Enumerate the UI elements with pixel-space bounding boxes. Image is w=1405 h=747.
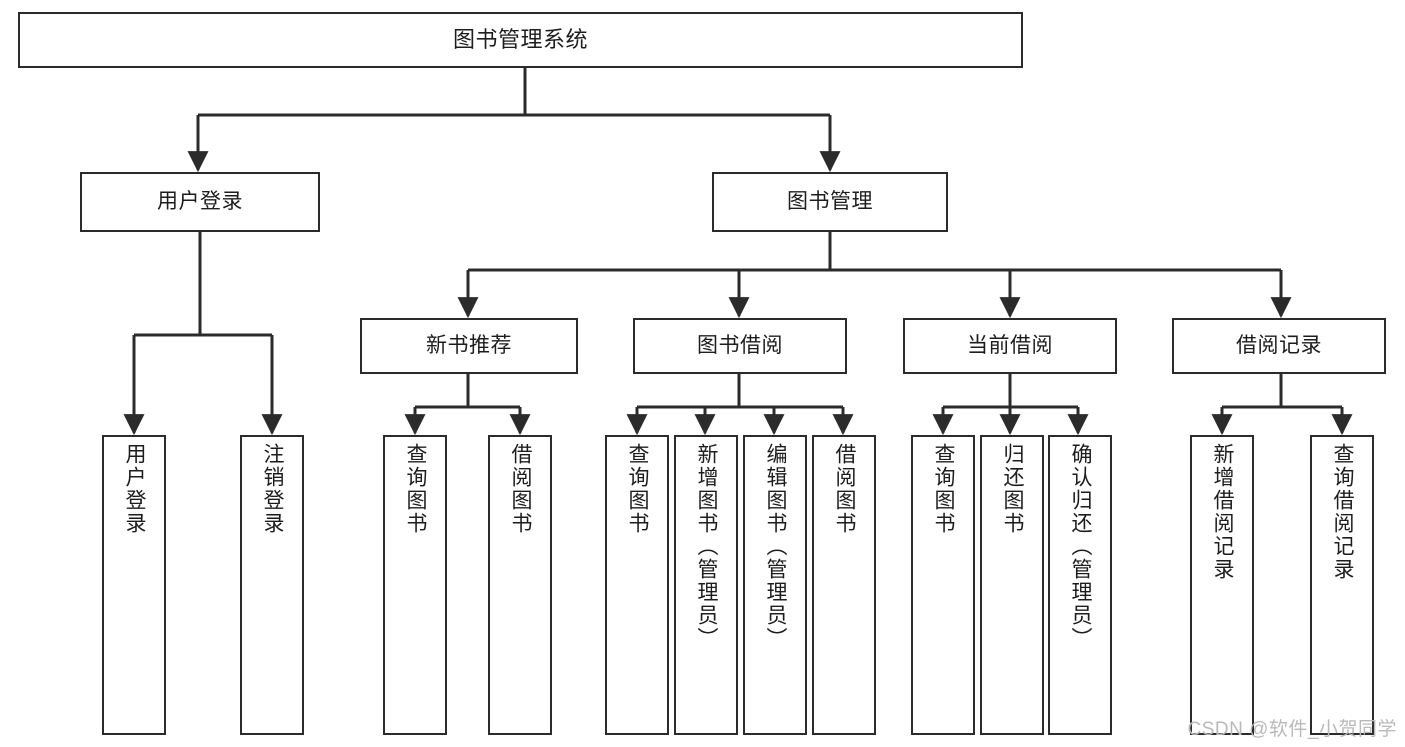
leaf-records-add-record[interactable]: 新增借阅记录 (1190, 435, 1254, 735)
leaf-new-book-query[interactable]: 查询图书 (383, 435, 447, 735)
node-book-management[interactable]: 图书管理 (712, 172, 948, 232)
leaf-borrow-query-book-label: 查询图书 (626, 443, 650, 535)
leaf-borrow-borrow-book-label: 借阅图书 (833, 443, 857, 535)
leaf-current-return-book[interactable]: 归还图书 (980, 435, 1044, 735)
leaf-records-add-record-label: 新增借阅记录 (1211, 443, 1235, 581)
leaf-user-login-login[interactable]: 用户登录 (102, 435, 166, 735)
node-new-book-recommendation-label: 新书推荐 (426, 333, 512, 357)
leaf-current-return-book-label: 归还图书 (1001, 443, 1025, 535)
node-book-borrowing-label: 图书借阅 (697, 333, 783, 357)
leaf-new-book-borrow[interactable]: 借阅图书 (488, 435, 552, 735)
node-book-management-label: 图书管理 (787, 189, 873, 213)
node-user-login-label: 用户登录 (157, 189, 243, 213)
node-root[interactable]: 图书管理系统 (18, 12, 1023, 68)
csdn-watermark: CSDN @软件_小贺同学 (1187, 719, 1397, 740)
leaf-user-login-logout[interactable]: 注销登录 (240, 435, 304, 735)
leaf-borrow-query-book[interactable]: 查询图书 (605, 435, 669, 735)
node-root-label: 图书管理系统 (452, 27, 588, 53)
node-current-borrowing[interactable]: 当前借阅 (903, 318, 1117, 374)
leaf-new-book-query-label: 查询图书 (404, 443, 428, 535)
leaf-borrow-borrow-book[interactable]: 借阅图书 (812, 435, 876, 735)
leaf-borrow-edit-book-admin[interactable]: 编辑图书（管理员） (743, 435, 807, 735)
leaf-current-confirm-return-admin[interactable]: 确认归还（管理员） (1048, 435, 1112, 735)
leaf-borrow-add-book-admin-label: 新增图书（管理员） (695, 443, 719, 650)
leaf-records-query-record[interactable]: 查询借阅记录 (1310, 435, 1374, 735)
leaf-user-login-login-label: 用户登录 (123, 443, 147, 535)
leaf-current-confirm-return-admin-label: 确认归还（管理员） (1069, 443, 1093, 650)
leaf-user-login-logout-label: 注销登录 (261, 443, 285, 535)
leaf-borrow-edit-book-admin-label: 编辑图书（管理员） (764, 443, 788, 650)
node-borrowing-records[interactable]: 借阅记录 (1172, 318, 1386, 374)
node-current-borrowing-label: 当前借阅 (967, 333, 1053, 357)
leaf-borrow-add-book-admin[interactable]: 新增图书（管理员） (674, 435, 738, 735)
leaf-new-book-borrow-label: 借阅图书 (509, 443, 533, 535)
node-book-borrowing[interactable]: 图书借阅 (633, 318, 847, 374)
node-user-login[interactable]: 用户登录 (80, 172, 320, 232)
node-borrowing-records-label: 借阅记录 (1236, 333, 1322, 357)
node-new-book-recommendation[interactable]: 新书推荐 (360, 318, 578, 374)
leaf-current-query-book[interactable]: 查询图书 (911, 435, 975, 735)
leaf-current-query-book-label: 查询图书 (932, 443, 956, 535)
leaf-records-query-record-label: 查询借阅记录 (1331, 443, 1355, 581)
